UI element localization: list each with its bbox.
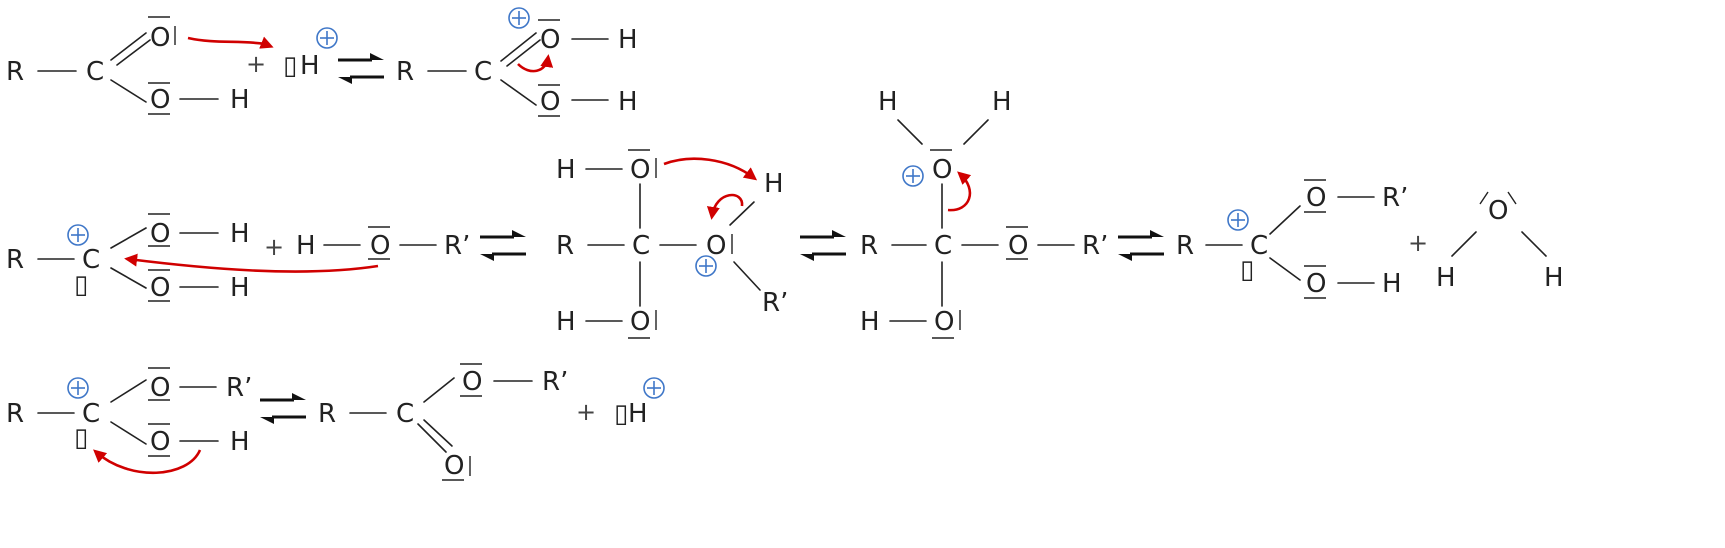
atom-H: H	[992, 87, 1012, 117]
atom-H: H	[230, 273, 250, 303]
empty-orbital-box: ▯	[74, 270, 88, 300]
positive-charge-icon	[508, 7, 530, 29]
atom-H: H	[764, 169, 784, 199]
atom-H: H	[556, 155, 576, 185]
positive-charge-icon	[316, 27, 338, 49]
atom-R: R	[556, 231, 574, 261]
atom-R: R	[6, 57, 24, 87]
atom-R: R	[6, 399, 24, 429]
positive-charge-icon	[1227, 209, 1249, 231]
atom-H: H	[1436, 263, 1456, 293]
atom-O: O	[1488, 196, 1508, 226]
atom-O: O	[706, 231, 726, 261]
atom-H: H	[556, 307, 576, 337]
equilibrium-arrow-icon	[1118, 230, 1164, 261]
equilibrium-arrow-icon	[338, 53, 384, 84]
equilibrium-arrow-icon	[260, 393, 306, 424]
atom-H: H	[618, 87, 638, 117]
atom-O: O	[150, 23, 170, 53]
atom-H: H	[618, 25, 638, 55]
atom-C: C	[86, 57, 104, 87]
curly-arrow	[706, 193, 744, 220]
positive-charge-icon	[902, 165, 924, 187]
atom-Rp: R’	[1082, 231, 1108, 261]
atom-Rp: R’	[1382, 183, 1408, 213]
atom-Rp: R’	[762, 288, 788, 318]
atom-Rp: R’	[542, 367, 568, 397]
equilibrium-arrow-icon	[800, 230, 846, 261]
positive-charge-icon	[695, 255, 717, 277]
plus-sign: +	[264, 233, 284, 261]
atom-H: H	[860, 307, 880, 337]
atom-C: C	[1250, 231, 1268, 261]
atom-C: C	[396, 399, 414, 429]
atom-H: H	[1544, 263, 1564, 293]
atom-Rp: R’	[226, 373, 252, 403]
atom-O: O	[540, 25, 560, 55]
atom-O: O	[444, 451, 464, 481]
atom-C: C	[82, 245, 100, 275]
row-1-protonation: R C O O H + ▯ H R C	[6, 7, 638, 117]
atom-R: R	[860, 231, 878, 261]
curly-arrow	[663, 157, 758, 181]
atom-O: O	[150, 273, 170, 303]
empty-orbital-box: ▯	[283, 51, 297, 81]
atom-O: O	[150, 85, 170, 115]
atom-O: O	[150, 219, 170, 249]
atom-O: O	[934, 307, 954, 337]
atom-O: O	[932, 155, 952, 185]
atom-O: O	[1306, 269, 1326, 299]
atom-O: O	[1306, 183, 1326, 213]
atom-O: O	[150, 373, 170, 403]
atom-O: O	[150, 427, 170, 457]
atom-H: H	[628, 399, 648, 429]
atom-Rp: R’	[444, 231, 470, 261]
atom-H: H	[300, 51, 320, 81]
positive-charge-icon	[67, 224, 89, 246]
plus-sign: +	[576, 398, 596, 426]
atom-C: C	[632, 231, 650, 261]
plus-sign: +	[246, 50, 266, 78]
curly-arrow	[124, 253, 379, 273]
curly-arrow	[93, 449, 202, 475]
positive-charge-icon	[67, 377, 89, 399]
atom-H: H	[230, 427, 250, 457]
plus-sign: +	[1408, 229, 1428, 257]
atom-O: O	[370, 231, 390, 261]
atom-O: O	[462, 367, 482, 397]
atom-R: R	[396, 57, 414, 87]
atom-R: R	[318, 399, 336, 429]
empty-orbital-box: ▯	[1240, 255, 1254, 285]
atom-R: R	[1176, 231, 1194, 261]
atom-O: O	[1008, 231, 1028, 261]
curly-arrow	[517, 54, 554, 73]
atom-H: H	[230, 85, 250, 115]
atom-C: C	[82, 399, 100, 429]
atom-C: C	[934, 231, 952, 261]
empty-orbital-box: ▯	[614, 399, 628, 429]
atom-H: H	[296, 231, 316, 261]
empty-orbital-box: ▯	[74, 423, 88, 453]
row-2-nucleophilic-attack: R C ▯ O H O H + H O R’	[6, 87, 1564, 339]
row-3-deprotonation: R C ▯ O R’ O H R C O	[6, 363, 665, 481]
equilibrium-arrow-icon	[480, 230, 526, 261]
atom-H: H	[1382, 269, 1402, 299]
curly-arrow	[187, 36, 274, 49]
positive-charge-icon	[643, 377, 665, 399]
atom-O: O	[540, 87, 560, 117]
atom-H: H	[878, 87, 898, 117]
atom-R: R	[6, 245, 24, 275]
curly-arrow	[947, 171, 972, 212]
atom-O: O	[630, 307, 650, 337]
atom-H: H	[230, 219, 250, 249]
atom-C: C	[474, 57, 492, 87]
atom-O: O	[630, 155, 650, 185]
